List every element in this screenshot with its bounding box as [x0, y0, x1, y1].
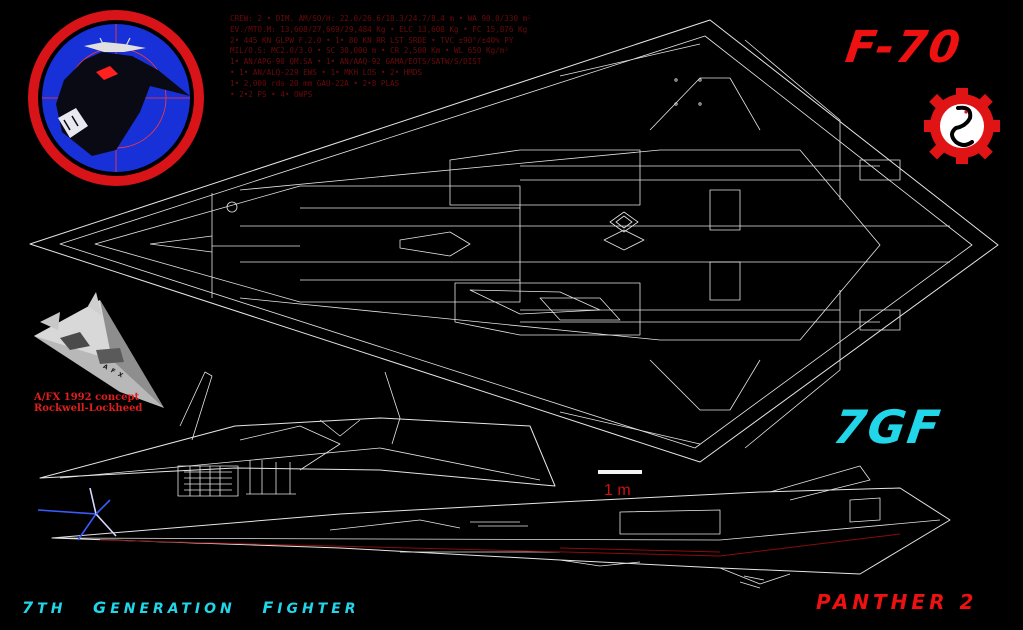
spec-line: 2• 445 KN GLPW F.2.0 • 1• 80 KN RR LST S…	[230, 35, 514, 45]
model-title: F-70	[842, 22, 965, 73]
spec-line: • 1• AN/ALQ-229 EWS • 1• MKH LOS • 2• HM…	[230, 67, 423, 77]
cobra-gear-emblem	[924, 88, 1000, 164]
concept-line: A/FX 1992 concept	[34, 392, 140, 403]
concept-line: Rockwell-Lockheed	[34, 403, 143, 414]
tagline-cap: F	[262, 598, 278, 617]
scale-bar	[598, 470, 642, 474]
tagline-rest: ENERATION	[110, 601, 236, 617]
tagline-cap: G	[93, 598, 111, 617]
tagline-rest: IGHTER	[277, 601, 360, 617]
spec-line: CREW: 2 • DIM. AM/SO/H: 22.0/26.6/18.3/2…	[230, 14, 530, 23]
tagline-cap: 7	[22, 598, 38, 617]
specifications-block: CREW: 2 • DIM. AM/SO/H: 22.0/26.6/18.3/2…	[230, 14, 530, 100]
side-view	[51, 465, 951, 589]
spec-line: 1• 2,000 rds 20 mm GAU-22A • 2•8 PLAS	[230, 78, 400, 88]
tagline-rest: TH	[37, 601, 67, 617]
spec-line: EV./MTO.M: 13,608/27,669/29,484 Kg • ELC…	[230, 24, 528, 34]
spec-line: • 2•2 PS • 4• OWPS	[230, 89, 313, 99]
concept-caption: A/FX 1992 concept Rockwell-Lockheed	[34, 392, 142, 414]
aircraft-name: PANTHER 2	[816, 590, 978, 614]
spec-line: MIL/O.S: MC2.0/3.0 • SC 30,000 m • CR 2,…	[230, 46, 509, 56]
arrowhead-logo	[37, 487, 117, 541]
scale-label: 1 m	[604, 482, 631, 499]
class-title: 7GF	[830, 400, 945, 454]
afx-concept-model-photo	[34, 292, 164, 408]
top-view-planform	[29, 19, 999, 463]
tagline: 7TH GENERATION FIGHTER	[22, 598, 360, 617]
spec-line: 1• AN/APG-90 QM.SA • 1• AN/AAQ-92 GAMA/E…	[230, 57, 482, 67]
panther-patch-emblem	[28, 10, 204, 186]
front-view	[39, 371, 556, 497]
